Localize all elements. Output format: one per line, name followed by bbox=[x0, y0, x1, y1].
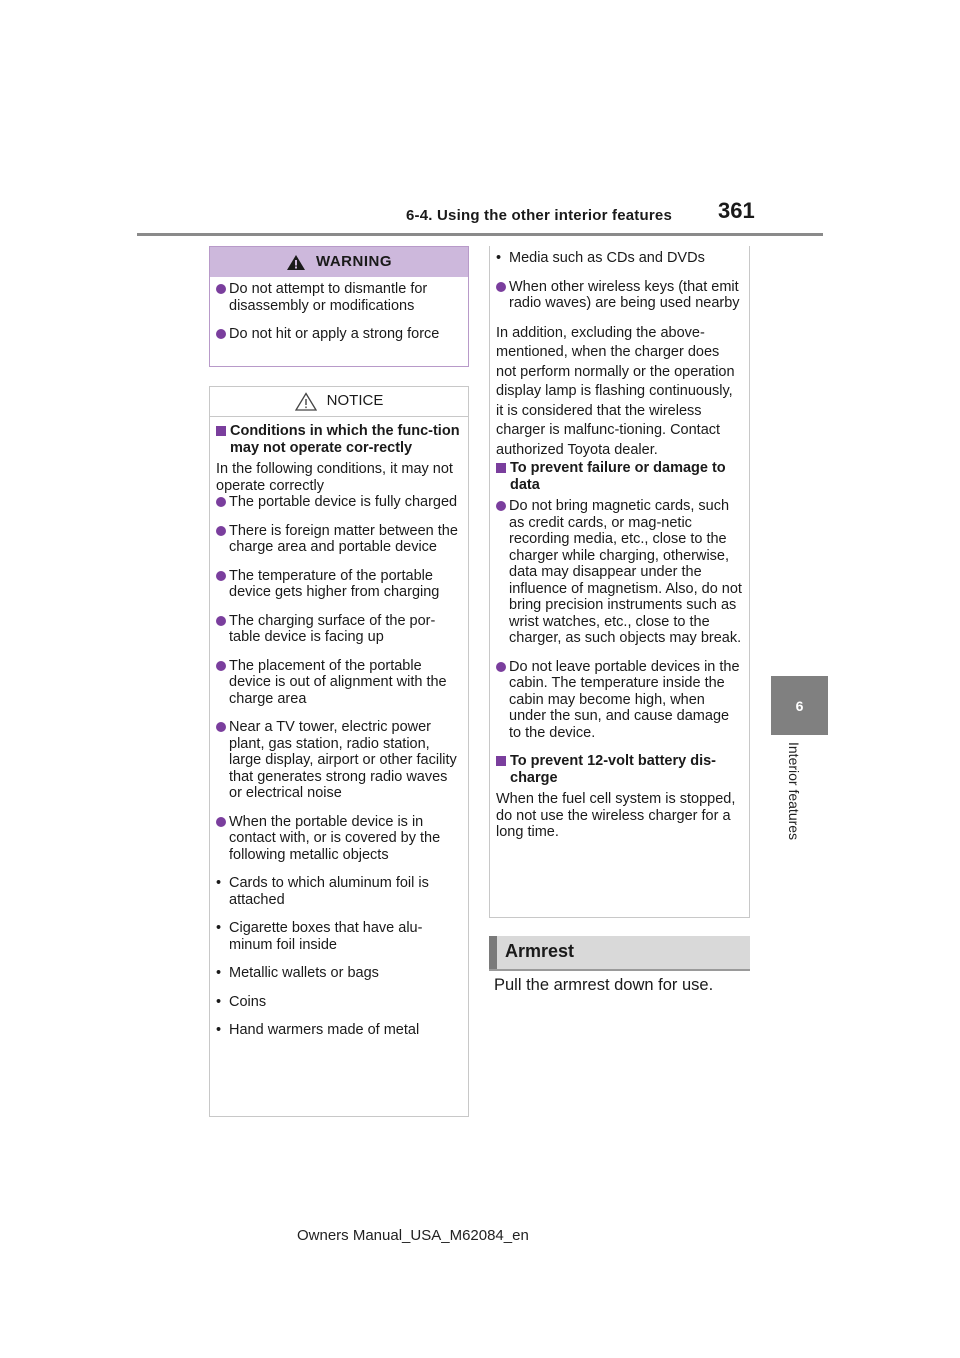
heading-bar bbox=[489, 936, 497, 969]
notice-bullet: There is foreign matter between the char… bbox=[216, 523, 462, 556]
notice-bullet: The charging surface of the por-table de… bbox=[216, 613, 462, 646]
warning-box: WARNING Do not attempt to dismantle for … bbox=[209, 246, 469, 367]
armrest-text: Pull the armrest down for use. bbox=[494, 976, 714, 994]
notice-bullet: The portable device is fully charged bbox=[216, 494, 462, 511]
page-number: 361 bbox=[718, 198, 755, 223]
warning-bullet: Do not attempt to dismantle for disassem… bbox=[216, 281, 462, 314]
warning-bullet: Do not hit or apply a strong force bbox=[216, 326, 462, 343]
notice-dash-item: •Cards to which aluminum foil is attache… bbox=[216, 875, 429, 908]
notice-dash-item: •Media such as CDs and DVDs bbox=[496, 250, 705, 266]
warning-header: WARNING bbox=[210, 247, 468, 277]
header-divider bbox=[137, 233, 823, 236]
notice-bullet: Do not bring magnetic cards, such as cre… bbox=[496, 498, 743, 647]
notice-box: NOTICE Conditions in which the func-tion… bbox=[209, 386, 469, 1117]
notice-text: When the fuel cell system is stopped, do… bbox=[496, 791, 736, 840]
notice-bullet: When the portable device is in contact w… bbox=[216, 814, 462, 864]
notice-dash-item: •Coins bbox=[216, 993, 267, 1010]
notice-intro: In the following conditions, it may not … bbox=[216, 461, 453, 494]
notice-section-heading: To prevent failure or damage to data bbox=[496, 460, 743, 493]
notice-dash-item: •Metallic wallets or bags bbox=[216, 965, 379, 981]
chapter-tab[interactable]: 6 bbox=[771, 676, 828, 735]
chapter-number: 6 bbox=[795, 697, 804, 714]
notice-bullet: The placement of the portable device is … bbox=[216, 658, 462, 708]
warning-icon bbox=[286, 254, 306, 271]
section-title: 6-4. Using the other interior features bbox=[406, 207, 672, 224]
notice-bullet: Near a TV tower, electric power plant, g… bbox=[216, 719, 462, 802]
notice-heading: NOTICE bbox=[326, 392, 384, 410]
notice-dash-item: •Cigarette boxes that have alu-minum foi… bbox=[216, 920, 423, 953]
footer-text: Owners Manual_USA_M62084_en bbox=[297, 1227, 529, 1244]
notice-header: NOTICE bbox=[210, 387, 468, 417]
armrest-heading: Armrest bbox=[505, 941, 575, 961]
notice-bullet: Do not leave portable devices in the cab… bbox=[496, 659, 743, 742]
notice-section-heading: Conditions in which the func-tion may no… bbox=[216, 423, 462, 456]
notice-bullet: When other wireless keys (that emit radi… bbox=[496, 279, 743, 312]
chapter-label: Interior features bbox=[786, 742, 802, 841]
notice-continued-box: •Media such as CDs and DVDs When other w… bbox=[489, 246, 750, 918]
notice-section-heading: To prevent 12-volt battery dis-charge bbox=[496, 753, 743, 786]
notice-bullet: The temperature of the portable device g… bbox=[216, 568, 462, 601]
warning-heading: WARNING bbox=[316, 252, 392, 270]
caution-icon bbox=[294, 392, 317, 411]
armrest-heading-band: Armrest bbox=[489, 936, 750, 971]
notice-paragraph: In addition, excluding the above-mention… bbox=[496, 324, 735, 458]
notice-dash-item: •Hand warmers made of metal bbox=[216, 1022, 420, 1038]
